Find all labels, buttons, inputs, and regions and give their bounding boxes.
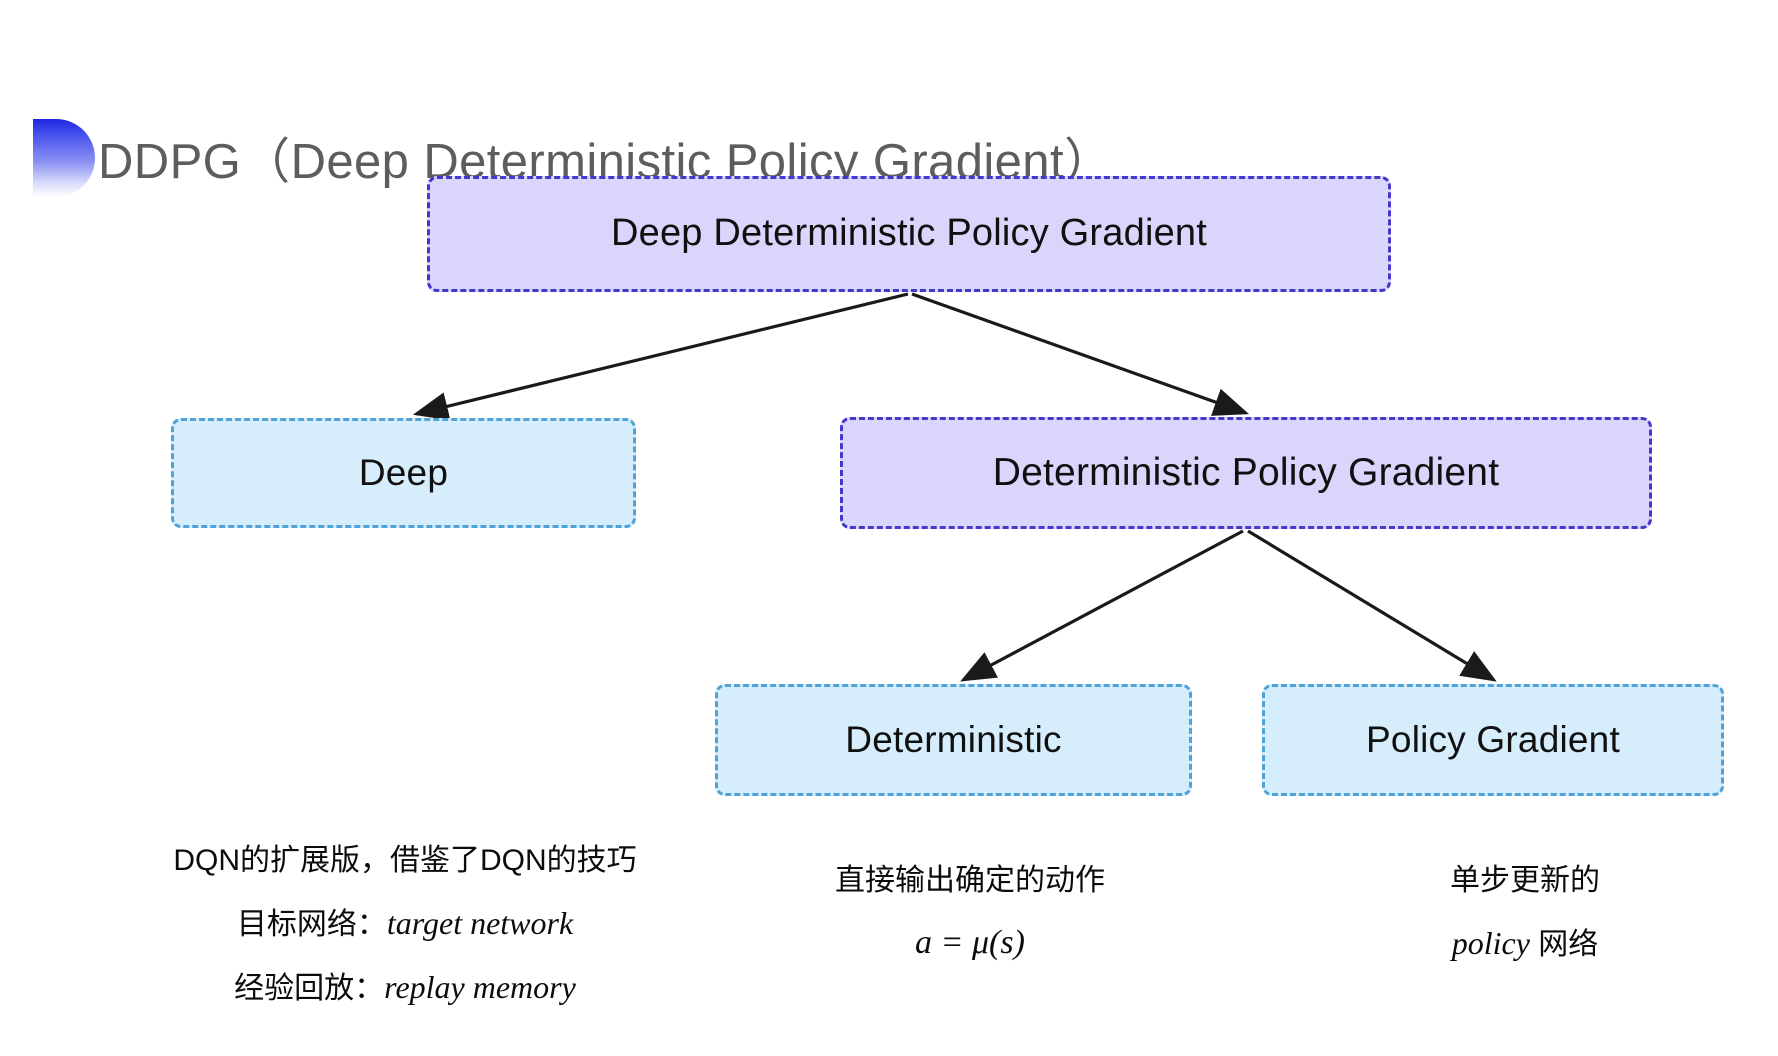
caption-deep-line2-term: target network [386, 905, 574, 941]
node-deep-deterministic-policy-gradient[interactable]: Deep Deterministic Policy Gradient [427, 176, 1391, 292]
node-label: Deep Deterministic Policy Gradient [610, 212, 1208, 255]
node-deterministic[interactable]: Deterministic [715, 684, 1192, 796]
slide-top-margin [0, 0, 1778, 30]
caption-policy-gradient-line1: 单步更新的 [1450, 864, 1600, 897]
caption-policy-gradient-line2: policy 网络 [1340, 912, 1710, 976]
caption-policy-gradient: 单步更新的 policy 网络 [1340, 850, 1710, 976]
caption-policy-gradient-term: policy [1451, 925, 1530, 961]
node-label: Deep [358, 451, 449, 493]
node-policy-gradient[interactable]: Policy Gradient [1262, 684, 1724, 796]
edge-root-to-dpg [911, 292, 1250, 416]
caption-deep-line3-term: replay memory [384, 969, 576, 1005]
slide-title-row: DDPG（Deep Deterministic Policy Gradient） [0, 60, 1778, 197]
node-label: Deterministic [845, 718, 1062, 760]
edge-dpg-to-deterministic [960, 529, 1244, 682]
caption-policy-gradient-suffix: 网络 [1529, 928, 1599, 961]
caption-deep: DQN的扩展版，借鉴了DQN的技巧 目标网络：target network 经验… [120, 830, 690, 1020]
slide-bottom-margin [0, 1026, 1778, 1056]
node-deep[interactable]: Deep [171, 418, 636, 528]
edge-root-to-deep [412, 292, 909, 421]
caption-deep-line2-label: 目标网络： [236, 908, 387, 941]
caption-deterministic-formula: a = μ(s) [915, 924, 1025, 961]
node-deterministic-policy-gradient[interactable]: Deterministic Policy Gradient [840, 417, 1652, 529]
node-label: Deterministic Policy Gradient [992, 450, 1500, 494]
gradient-halfcircle-icon [33, 119, 95, 197]
edge-dpg-to-policy-gradient [1247, 529, 1497, 682]
caption-deep-line2: 目标网络：target network [120, 892, 690, 956]
caption-deep-line1: DQN的扩展版，借鉴了DQN的技巧 [173, 844, 637, 877]
caption-deep-line3-label: 经验回放： [234, 972, 385, 1005]
caption-deep-line3: 经验回放：replay memory [120, 956, 690, 1020]
caption-deterministic-line1: 直接输出确定的动作 [835, 864, 1105, 897]
caption-deterministic: 直接输出确定的动作 a = μ(s) [770, 850, 1170, 974]
node-label: Policy Gradient [1366, 718, 1620, 760]
